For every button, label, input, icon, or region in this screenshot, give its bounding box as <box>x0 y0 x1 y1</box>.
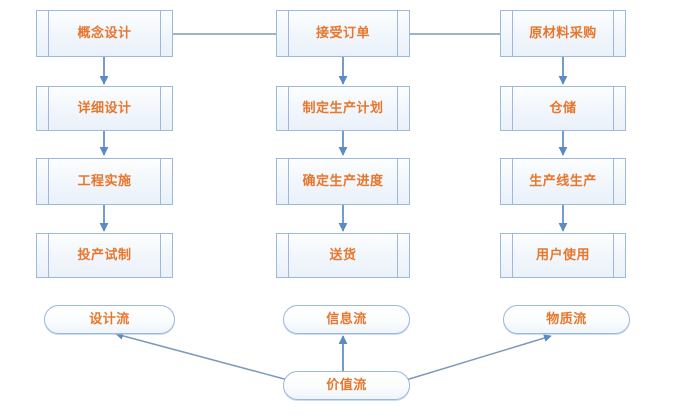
process-node-c1r3[interactable]: 工程实施 <box>36 158 173 205</box>
stream-label: 价值流 <box>326 378 367 393</box>
connector-vs-s3 <box>405 334 552 381</box>
process-node-c1r1[interactable]: 概念设计 <box>36 10 173 57</box>
node-label: 用户使用 <box>535 248 590 263</box>
process-node-c2r2[interactable]: 制定生产计划 <box>276 86 410 131</box>
node-label: 概念设计 <box>77 26 132 41</box>
node-label: 投产试制 <box>77 248 132 263</box>
node-label: 详细设计 <box>77 101 132 116</box>
process-node-c3r3[interactable]: 生产线生产 <box>500 158 626 205</box>
node-label: 生产线生产 <box>529 174 597 189</box>
node-label: 仓储 <box>549 101 577 116</box>
process-node-c3r1[interactable]: 原材料采购 <box>500 10 626 57</box>
process-node-c3r2[interactable]: 仓储 <box>500 86 626 131</box>
process-node-c3r4[interactable]: 用户使用 <box>500 233 626 278</box>
stream-pill-material[interactable]: 物质流 <box>503 305 630 334</box>
process-node-c2r3[interactable]: 确定生产进度 <box>276 158 410 205</box>
node-label: 送货 <box>329 248 357 263</box>
node-label: 工程实施 <box>77 174 132 189</box>
node-label: 接受订单 <box>315 26 370 41</box>
stream-pill-information[interactable]: 信息流 <box>283 305 410 334</box>
process-node-c1r2[interactable]: 详细设计 <box>36 86 173 131</box>
stream-label: 设计流 <box>89 312 130 327</box>
stream-label: 物质流 <box>546 312 587 327</box>
stream-pill-value[interactable]: 价值流 <box>283 371 410 400</box>
process-node-c2r1[interactable]: 接受订单 <box>276 10 410 57</box>
node-label: 原材料采购 <box>529 26 597 41</box>
node-label: 制定生产计划 <box>302 101 384 116</box>
stream-label: 信息流 <box>326 312 367 327</box>
connector-vs-s1 <box>115 332 289 381</box>
stream-pill-design[interactable]: 设计流 <box>44 305 175 334</box>
node-label: 确定生产进度 <box>302 174 384 189</box>
process-node-c1r4[interactable]: 投产试制 <box>36 233 173 278</box>
process-node-c2r4[interactable]: 送货 <box>276 233 410 278</box>
